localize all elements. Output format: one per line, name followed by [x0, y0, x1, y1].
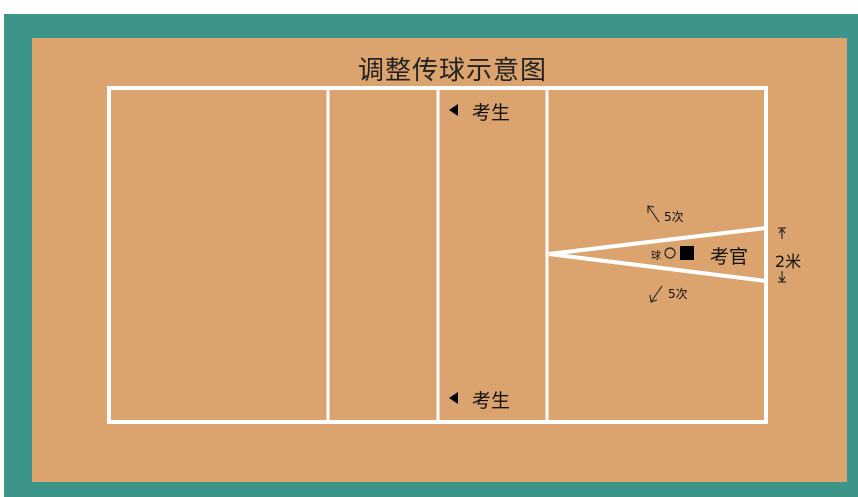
student-top-label: 考生	[472, 102, 511, 124]
student-top-marker	[449, 104, 458, 116]
dimension-arrows-icon	[778, 227, 786, 283]
funnel-line-lower	[548, 252, 767, 283]
arrow-down-icon	[649, 285, 663, 303]
student-bottom-label: 考生	[472, 390, 511, 412]
examiner-marker	[680, 246, 694, 260]
diagram-title: 调整传球示意图	[358, 56, 548, 86]
arrow-up-icon	[647, 205, 660, 223]
count-up-label: 5次	[664, 210, 684, 224]
ball-label: 球	[651, 251, 661, 262]
funnel-line-upper	[548, 226, 767, 256]
count-down-label: 5次	[668, 287, 688, 301]
student-bottom-marker	[449, 392, 458, 404]
ball-icon	[664, 247, 676, 259]
examiner-label: 考官	[710, 246, 749, 268]
distance-label: 2米	[775, 252, 802, 271]
